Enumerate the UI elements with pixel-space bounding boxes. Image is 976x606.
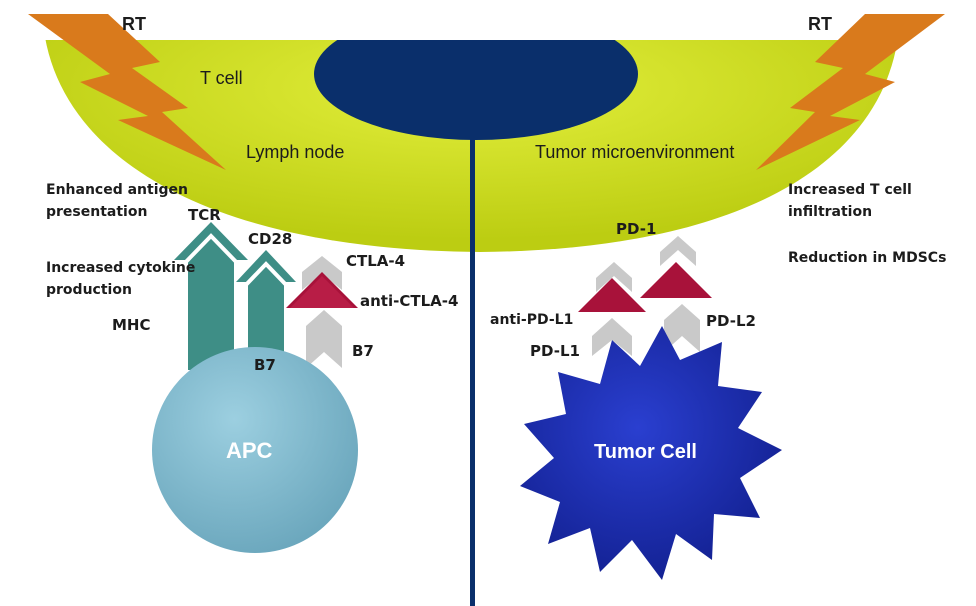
anti-ctla4-antibody — [286, 272, 358, 308]
increased-t-label-2: infiltration — [788, 204, 872, 220]
cd28-label: CD28 — [248, 230, 292, 248]
t-cell-nucleus — [314, 8, 638, 140]
tcr-receptor — [174, 222, 248, 370]
rt-right-label: RT — [808, 14, 832, 34]
pdl1-label: PD-L1 — [530, 342, 580, 360]
rt-left-label: RT — [122, 14, 146, 34]
tumor-cell — [520, 326, 782, 580]
anti-pdl1-antibody — [578, 278, 646, 312]
pdl2-label: PD-L2 — [706, 312, 756, 330]
tcr-label: TCR — [188, 206, 221, 224]
enhanced-antigen-label-1: Enhanced antigen — [46, 182, 188, 198]
pdl2-antibody — [640, 262, 712, 298]
anti-pdl1-label: anti-PD-L1 — [490, 312, 573, 328]
pd1-receptor-left — [596, 262, 632, 292]
mhc-label: MHC — [112, 316, 151, 334]
tumor-microenvironment-label: Tumor microenvironment — [535, 142, 734, 162]
enhanced-antigen-label-2: presentation — [46, 204, 147, 220]
t-cell-label: T cell — [200, 68, 243, 88]
lightning-bolt-icon — [756, 14, 945, 170]
ctla4-label: CTLA-4 — [346, 252, 405, 270]
increased-cytokine-label-1: Increased cytokine — [46, 260, 195, 276]
cd28-receptor — [236, 250, 296, 370]
b7-left-label: B7 — [254, 356, 276, 374]
lymph-node-label: Lymph node — [246, 142, 344, 162]
apc-cell — [152, 347, 358, 553]
lightning-bolt-icon — [28, 14, 226, 170]
divider-line — [470, 135, 475, 606]
tumor-cell-label: Tumor Cell — [594, 441, 697, 463]
pdl2-ligand — [664, 304, 700, 352]
b7-ligand-right — [306, 310, 342, 368]
pd1-label: PD-1 — [616, 220, 656, 238]
b7-right-label: B7 — [352, 342, 374, 360]
anti-ctla4-label: anti-CTLA-4 — [360, 292, 458, 310]
increased-cytokine-label-2: production — [46, 282, 132, 298]
increased-t-label-1: Increased T cell — [788, 182, 912, 198]
pdl1-ligand — [592, 318, 632, 356]
reduction-mdsc-label: Reduction in MDSCs — [788, 250, 946, 266]
pd1-receptor-right — [660, 236, 696, 266]
apc-label: APC — [226, 438, 273, 463]
